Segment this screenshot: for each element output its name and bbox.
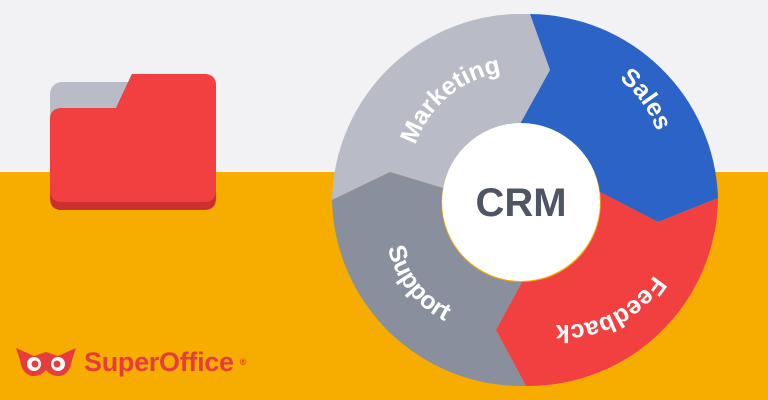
segment-feedback <box>496 192 718 387</box>
registered-mark: ® <box>239 356 247 367</box>
brand-name: SuperOffice <box>84 346 234 377</box>
folder-icon <box>50 74 216 210</box>
segment-marketing <box>332 14 550 200</box>
center-circle <box>442 123 600 281</box>
owl-logo-icon <box>16 348 76 377</box>
segment-support <box>332 172 526 387</box>
superoffice-logo[interactable]: SuperOffice ® <box>14 342 246 382</box>
crm-cycle-diagram: CRM Marketing Sales Feedback Support <box>332 14 718 387</box>
segment-sales <box>520 14 718 222</box>
center-label: CRM <box>475 181 566 225</box>
